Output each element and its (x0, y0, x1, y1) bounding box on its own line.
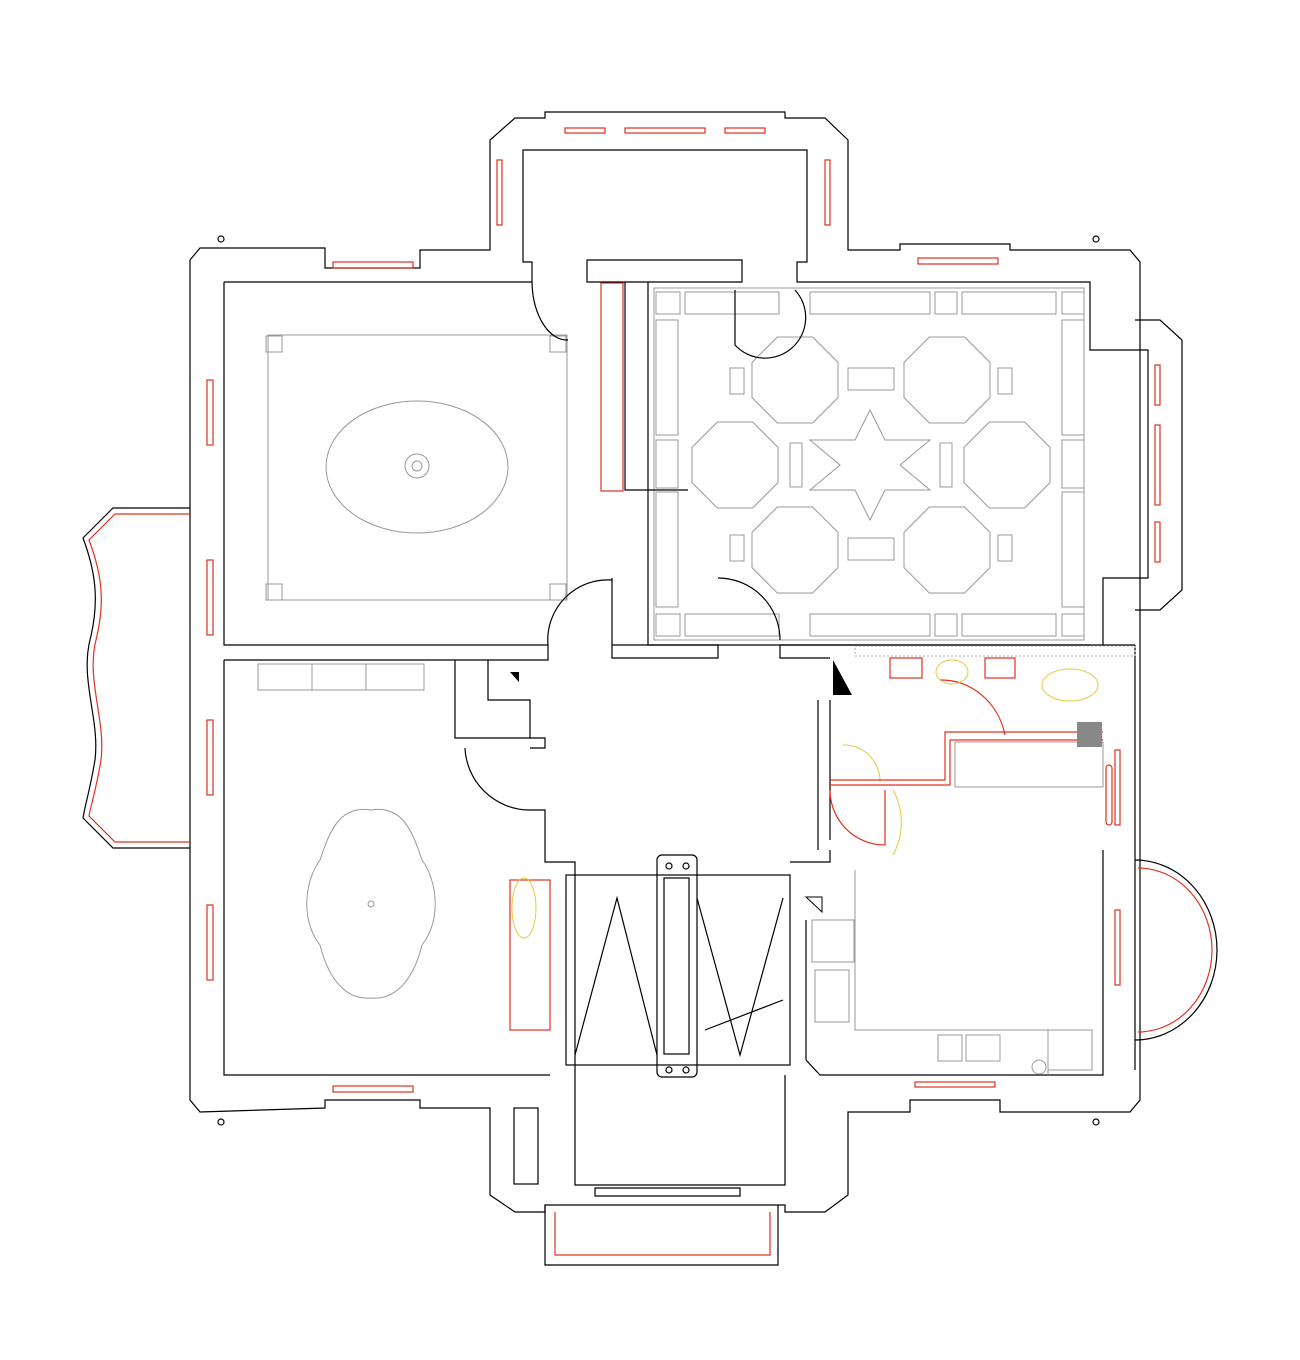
ceiling-border-panel (961, 291, 1057, 315)
ceiling-octagon-pattern (653, 287, 1085, 641)
ceiling-panel (939, 442, 953, 488)
ceiling-border-panel (934, 613, 958, 637)
bathroom-fixtures (510, 645, 1136, 914)
ceiling-oval (265, 334, 568, 601)
ceiling-border-panel (934, 291, 958, 315)
ceiling-border-panel (1061, 439, 1085, 489)
ceiling-frame (653, 287, 1085, 641)
ceiling-border-panel (655, 291, 681, 315)
windows (206, 127, 1161, 1093)
ceiling-border-panel (1061, 319, 1085, 436)
ceiling-border-panel (1061, 291, 1085, 315)
kitchen-fixtures (257, 663, 1113, 1075)
ceiling-panel (729, 367, 745, 395)
right-semicircle-bay (1134, 859, 1218, 1041)
ceiling-border-panel (655, 491, 679, 608)
ceiling-star (808, 408, 932, 522)
ceiling-border-panel (655, 439, 679, 489)
column-markers (217, 235, 1100, 1126)
ceiling-border-panel (655, 613, 681, 637)
ceiling-border-panel (684, 613, 780, 637)
ceiling-border-panel (809, 291, 931, 315)
ceiling-panel (997, 367, 1013, 395)
staircase (513, 854, 791, 1197)
ceiling-octagon (751, 506, 839, 594)
ceiling-octagon (963, 421, 1051, 509)
doors (464, 281, 1006, 856)
ceiling-ornament (306, 808, 436, 999)
left-bay (82, 507, 190, 849)
interior-walls (224, 259, 1104, 1076)
ceiling-panel (997, 534, 1013, 562)
ceiling-panel (847, 537, 895, 561)
ceiling-border-panel (1061, 491, 1085, 608)
exterior-walls (189, 111, 1183, 1266)
ceiling-octagon (691, 421, 779, 509)
ceiling-panel (729, 534, 745, 562)
ceiling-octagon (751, 336, 839, 424)
ceiling-panel (847, 367, 895, 391)
ceiling-border-panel (684, 291, 780, 315)
ceiling-border-panel (1061, 613, 1085, 637)
ceiling-octagon (903, 336, 991, 424)
ceiling-border-panel (809, 613, 931, 637)
ceiling-octagon (903, 506, 991, 594)
ceiling-border-panel (961, 613, 1057, 637)
ceiling-panel (789, 442, 803, 488)
ceiling-border-panel (655, 319, 679, 436)
